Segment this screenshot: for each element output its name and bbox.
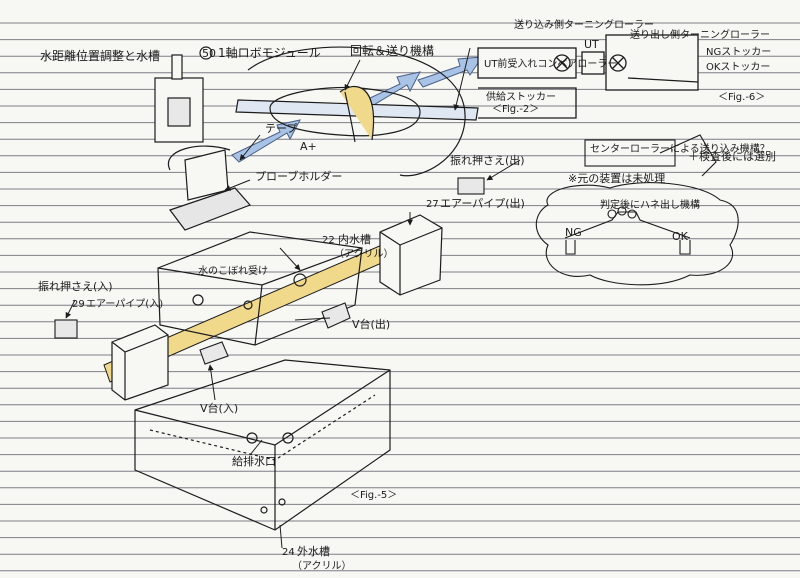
module-label: 1軸ロボモジュール [218, 46, 321, 60]
after-inspect-label: ＋検査後には選別 [688, 149, 776, 163]
ut-label: UT [584, 38, 599, 51]
inner-tank-number: 22 [322, 235, 335, 246]
annotation-labels: 水距離位置調整と水槽 50 1軸ロボモジュール 回転＆送り機構 テープ A+ プ… [38, 18, 776, 572]
probe-holder-label: プローブホルダー [255, 169, 342, 183]
fig5-label: ＜Fig.-5＞ [350, 490, 397, 501]
sorting-label: 判定後にハネ出し機構 [600, 198, 700, 211]
outer-tank-number: 24 [282, 547, 295, 558]
roller-note-label: センターローラーによる送り込み機構？ [590, 142, 770, 155]
conveyor-boxes [477, 34, 699, 119]
v-out-label: V台(出) [352, 317, 390, 331]
ok-label: OK [672, 230, 689, 243]
air-pipe-in-label: エアーパイプ(入) [86, 298, 163, 310]
ok-stocker-label: OKストッカー [706, 61, 770, 73]
water-tray-label: 水のこぼれ受け [198, 265, 268, 277]
robo-module [154, 46, 213, 143]
tape-label: テープ [265, 122, 297, 135]
pre-ut-conveyor-label: UT前受入れコンベアローラー [484, 57, 617, 70]
v-in-label: V台(入) [200, 401, 238, 415]
ng-stocker-label: NGストッカー [706, 46, 771, 58]
air-pipe-boxes [111, 214, 443, 401]
vib-in-label: 振れ押さえ(入) [38, 279, 113, 293]
vib-out-label: 振れ押さえ(出) [450, 153, 525, 167]
inner-tank-sub-label: （アクリル） [334, 248, 394, 260]
small-blocks [54, 177, 485, 365]
water-label: 水距離位置調整と水槽 [40, 48, 160, 63]
out-turning-roller-label: 送り出し側ターニングローラー [630, 28, 770, 41]
outer-tank-label: 外水槽 [297, 545, 330, 558]
a-plus-label: A+ [300, 140, 317, 153]
feed-turning-roller-label: 送り込み側ターニングローラー [514, 18, 654, 31]
air-pipe-out-label: エアーパイプ(出) [440, 196, 525, 210]
supply-stocker-label: 供給ストッカー [486, 90, 556, 103]
note-original-label: ※元の装置は未処理 [568, 172, 665, 185]
fig2-label: ＜Fig.-2＞ [492, 104, 539, 115]
outer-tank-sub-label: （アクリル） [292, 560, 352, 572]
air-pipe-out-number: 27 [426, 199, 439, 210]
inner-tank [157, 231, 363, 346]
drain-label: 給排水口 [232, 454, 276, 468]
rotation-label: 回転＆送り機構 [350, 43, 434, 58]
sorting-cloud [535, 134, 739, 286]
fig6-label: ＜Fig.-6＞ [718, 92, 765, 103]
rotation-mechanism [235, 46, 479, 177]
module-number: 50 [202, 47, 216, 60]
air-pipe-in-number: 29 [72, 299, 85, 310]
outer-tank [134, 359, 391, 531]
probe-holder [167, 145, 252, 231]
ng-label: NG [565, 226, 582, 239]
leader-lines [65, 47, 521, 549]
inner-tank-label: 内水槽 [338, 232, 371, 246]
